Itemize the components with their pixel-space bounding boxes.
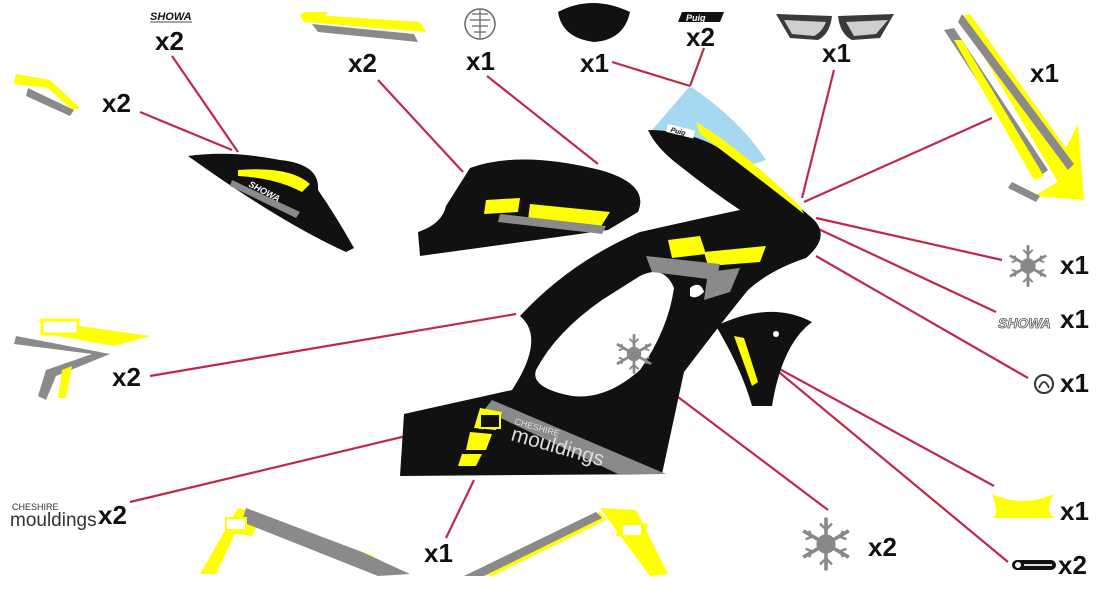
- side-long-stripes: [944, 14, 1084, 202]
- tank-cover: [418, 159, 641, 256]
- qty-cheshire-logo: x2: [98, 500, 127, 530]
- qty-front-mudguard: x1: [1060, 496, 1089, 526]
- tail-panel: SHOWA: [188, 153, 354, 252]
- cheshire-mouldings-logo: CHESHIRE mouldings: [10, 502, 97, 531]
- qty-headlights: x1: [822, 38, 851, 68]
- mouldings-logo-text: mouldings: [10, 510, 97, 531]
- headlight-decals: [776, 14, 894, 40]
- qty-small-round-logo: x1: [1060, 368, 1089, 398]
- tail-stripes-decal: [14, 74, 80, 116]
- round-logo-icon: [1034, 374, 1054, 394]
- qty-snowflake-large: x2: [868, 532, 897, 562]
- showa-fork-text: SHOWA: [150, 11, 192, 23]
- front-mudguard-decal: [992, 494, 1054, 518]
- seat-pad-decal: [558, 3, 630, 42]
- front-fairing: CHESHIRE mouldings Puig: [400, 86, 821, 476]
- quantity-labels: x2 x2 x1 x1 x2 x1 x2 x1 x1 x1 x1 x2 x2 x…: [98, 22, 1089, 580]
- snowflake-badge-icon: [1008, 243, 1048, 289]
- puig-logo: Puig: [678, 12, 724, 23]
- tank-stripes-decal: [300, 12, 426, 42]
- front-brand-sticker: [1012, 560, 1056, 570]
- qty-side-long-stripes: x1: [1030, 58, 1059, 88]
- front-mudguard: [716, 311, 812, 406]
- qty-front-brand-sticker: x2: [1058, 550, 1087, 580]
- rider-logo-icon: [464, 8, 496, 40]
- qty-tank-stripes: x2: [348, 48, 377, 78]
- qty-showa-swingarm: x1: [1060, 304, 1089, 334]
- qty-showa-fork: x2: [155, 26, 184, 56]
- showa-swingarm-sticker: SHOWA: [998, 315, 1052, 332]
- qty-tank-cover: x1: [580, 48, 609, 78]
- windscreen: [652, 86, 766, 164]
- belly-pan: [200, 508, 668, 576]
- qty-snowflake-badge: x1: [1060, 250, 1089, 280]
- qty-puig-logo: x2: [686, 22, 715, 52]
- screen-puig-text: Puig: [670, 127, 687, 138]
- showa-fork-sticker: SHOWA: [150, 11, 192, 23]
- qty-side-fairing: x2: [112, 362, 141, 392]
- cheshire-logo-text: CHESHIRE: [12, 502, 59, 512]
- snowflake-large-icon: [801, 515, 851, 573]
- qty-belly-pan: x1: [424, 538, 453, 568]
- side-fairing-decal: [14, 318, 150, 400]
- qty-tail-left: x2: [102, 88, 131, 118]
- leader-lines: [129, 47, 1029, 563]
- showa-swingarm-text: SHOWA: [998, 315, 1051, 331]
- qty-rider-logo: x1: [466, 46, 495, 76]
- puig-logo-text: Puig: [686, 13, 706, 23]
